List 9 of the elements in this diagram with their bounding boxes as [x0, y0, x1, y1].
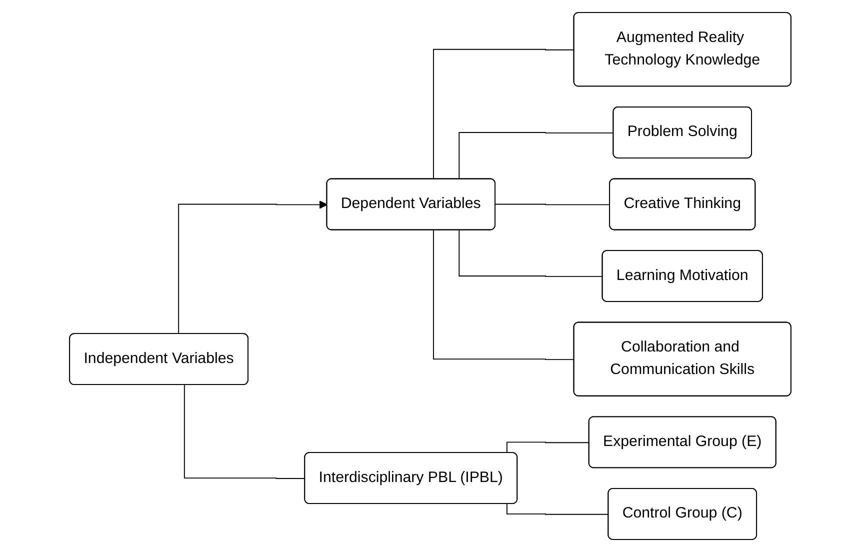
- connector: [458, 230, 604, 277]
- connector: [433, 230, 575, 360]
- connector: [458, 132, 614, 180]
- connector: [433, 48, 575, 180]
- connector: [506, 504, 610, 515]
- connector: [184, 384, 306, 479]
- connector: [506, 442, 590, 454]
- connector: [495, 204, 611, 206]
- arrow: [178, 200, 328, 335]
